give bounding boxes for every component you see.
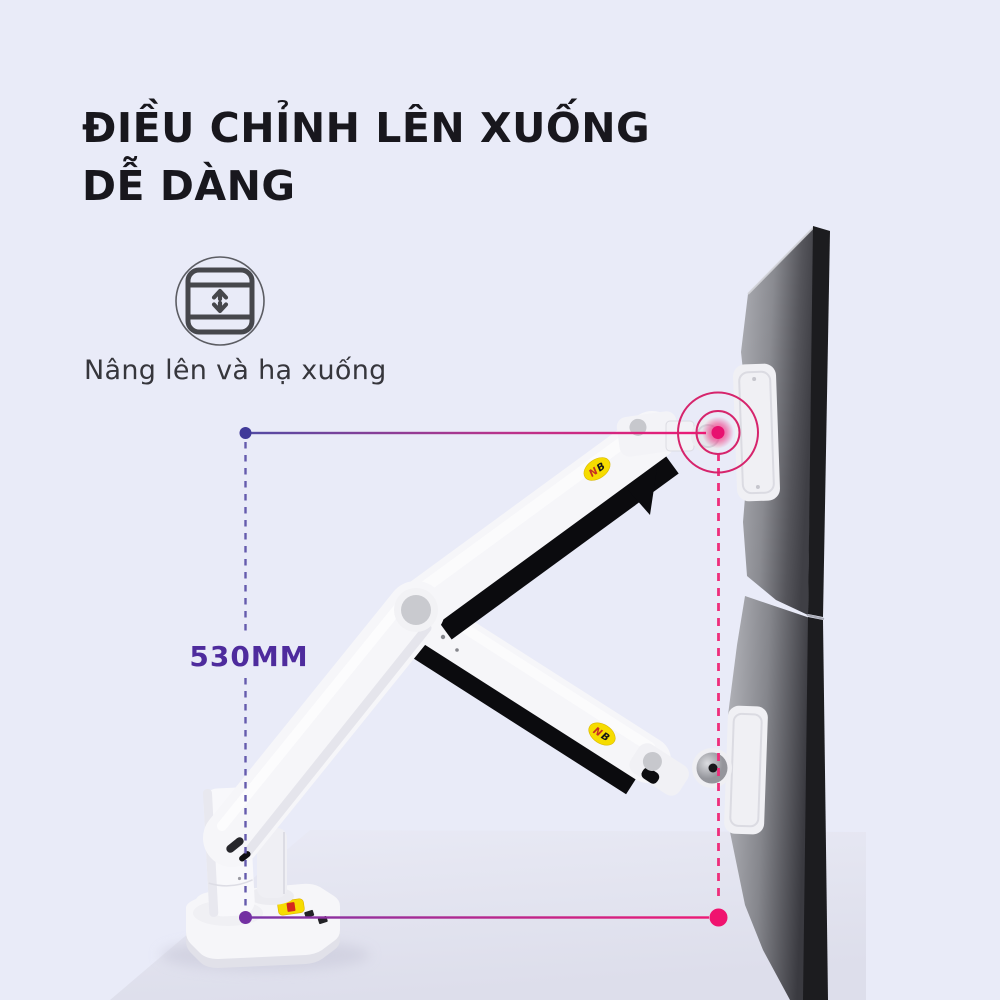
forearm-slot bbox=[226, 837, 251, 862]
measurement-label: 530MM bbox=[189, 640, 309, 673]
feature-caption: Nâng lên và hạ xuống bbox=[84, 355, 387, 386]
monitor-lower-position bbox=[728, 596, 828, 1000]
page-title: ĐIỀU CHỈNH LÊN XUỐNG DỄ DÀNG bbox=[82, 99, 650, 215]
arm-upper-position: N B bbox=[400, 411, 725, 640]
arm-base-assembly bbox=[186, 581, 459, 968]
arm-lower-clevis bbox=[629, 743, 689, 796]
dimension-dot-top bbox=[239, 427, 252, 439]
brand-sticker-lower: N B bbox=[588, 722, 616, 746]
elbow-cap bbox=[401, 595, 431, 625]
dimension-dot-bottom-left bbox=[239, 911, 252, 924]
page-title-line2: DỄ DÀNG bbox=[82, 162, 296, 210]
vesa-plate-lower bbox=[724, 705, 768, 835]
page-title-line1: ĐIỀU CHỈNH LÊN XUỐNG bbox=[82, 104, 651, 152]
dimension-line-top bbox=[251, 431, 706, 435]
arm-lower-position: N B bbox=[409, 599, 732, 796]
forearm bbox=[203, 581, 445, 867]
riser-rear bbox=[257, 828, 287, 898]
vertical-adjust-icon bbox=[174, 255, 266, 347]
vesa-plate-upper bbox=[733, 363, 780, 502]
pink-dot-bottom bbox=[709, 908, 728, 927]
up-down-arrows-icon bbox=[211, 288, 229, 314]
monitor-upper-edge bbox=[808, 226, 830, 617]
pivot-target-marker bbox=[677, 391, 759, 474]
dimension-line-bottom bbox=[251, 916, 709, 919]
brand-sticker-upper: N B bbox=[583, 457, 611, 481]
monitor-seam bbox=[806, 614, 825, 620]
monitor-lower-edge bbox=[803, 617, 828, 1000]
dimension-annotation bbox=[239, 391, 759, 927]
